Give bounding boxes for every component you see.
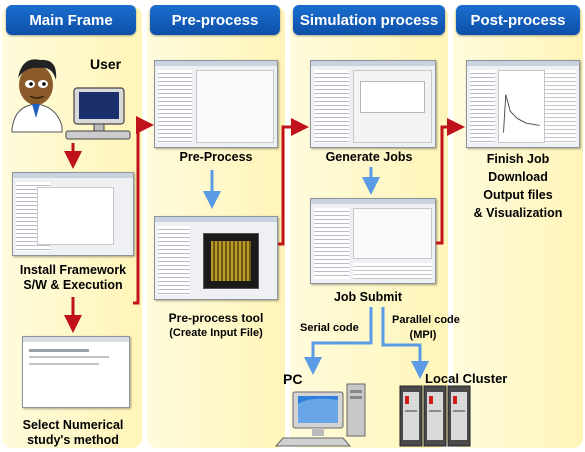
pc-label: PC [283,371,303,387]
pre-process-label: Pre-Process [179,150,253,164]
local-cluster-label: Local Cluster [425,371,508,386]
mesh-view [203,233,259,289]
job-submit-screenshot [310,198,436,284]
main-frame-header: Main Frame [6,5,136,35]
arrow-pre-to-sim [278,118,309,246]
user-label: User [90,56,122,72]
result-plot-icon [503,94,540,133]
arrow-parallel-to-cluster [381,307,429,379]
arrow-sim-to-post [436,118,465,245]
select-method-label: Select Numerical study's method [22,418,124,447]
arrow-serial-to-pc [304,307,373,375]
post-process-header: Post-process [456,5,580,35]
pre-process-screenshot [154,60,278,148]
generate-jobs-label: Generate Jobs [325,150,413,164]
post-process-label: Finish Job Download Output files & Visua… [473,152,563,220]
select-method-screenshot [22,336,130,408]
generate-jobs-screenshot [310,60,436,148]
pc-icon [274,383,366,447]
parallel-code-label: Parallel code (MPI) [392,314,460,341]
post-process-screenshot [466,60,580,148]
serial-code-label: Serial code [300,322,359,334]
simulation-header: Simulation process [293,5,445,35]
cluster-icon [399,385,471,447]
install-framework-label: Install Framework S/W & Execution [19,263,127,292]
pre-process-tool-label: Pre-process tool (Create Input File) [168,311,264,339]
pre-process-header: Pre-process [150,5,280,35]
arrow-main-to-pre [133,116,154,305]
pre-process-tool-screenshot [154,216,278,300]
install-framework-screenshot [12,172,134,256]
job-submit-label: Job Submit [333,290,403,304]
